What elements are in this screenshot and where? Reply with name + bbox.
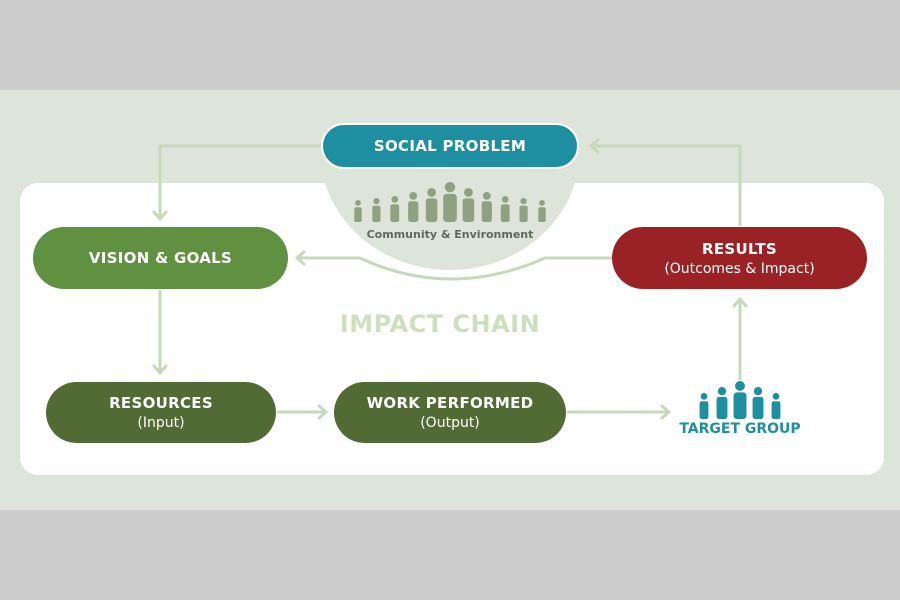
edge-results-to-vision bbox=[298, 256, 612, 281]
arrowhead bbox=[317, 404, 329, 420]
person-icon bbox=[425, 188, 438, 222]
vision-goals-title: VISION & GOALS bbox=[88, 249, 233, 267]
person-icon bbox=[733, 381, 747, 419]
target-group-label: TARGET GROUP bbox=[679, 421, 801, 437]
arrowhead bbox=[294, 250, 306, 266]
person-icon bbox=[771, 393, 781, 419]
edge-results-to-social bbox=[592, 144, 742, 226]
person-icon bbox=[481, 192, 492, 222]
results-title: RESULTS bbox=[702, 239, 777, 258]
person-icon bbox=[538, 200, 546, 222]
social-problem-title: SOCIAL PROBLEM bbox=[373, 137, 527, 155]
person-icon bbox=[354, 200, 362, 222]
results-subtitle: (Outcomes & Impact) bbox=[664, 260, 815, 277]
work-performed-node: WORK PERFORMED (Output) bbox=[334, 382, 566, 443]
arrowhead bbox=[588, 138, 600, 154]
person-icon bbox=[462, 188, 475, 222]
edge-social-to-vision bbox=[158, 144, 321, 218]
work-performed-title: WORK PERFORMED bbox=[366, 394, 534, 412]
work-performed-subtitle: (Output) bbox=[420, 415, 480, 431]
person-icon bbox=[372, 198, 381, 222]
resources-title: RESOURCES bbox=[109, 394, 213, 412]
person-icon bbox=[716, 387, 728, 419]
person-icon bbox=[408, 192, 419, 222]
person-icon bbox=[500, 196, 510, 222]
person-icon bbox=[390, 196, 400, 222]
person-icon bbox=[699, 393, 709, 419]
person-icon bbox=[752, 387, 764, 419]
social-problem-node: SOCIAL PROBLEM bbox=[321, 123, 579, 169]
person-icon bbox=[519, 198, 528, 222]
resources-node: RESOURCES (Input) bbox=[46, 382, 276, 443]
resources-subtitle: (Input) bbox=[137, 415, 185, 431]
results-node: RESULTS (Outcomes & Impact) bbox=[612, 227, 867, 289]
arrowhead bbox=[152, 210, 168, 222]
target-group-people-icon bbox=[699, 381, 781, 419]
arrowhead bbox=[732, 296, 748, 308]
community-label: Community & Environment bbox=[366, 228, 534, 241]
community-people-icon bbox=[354, 182, 546, 222]
diagram-title: IMPACT CHAIN bbox=[339, 310, 541, 338]
vision-goals-node: VISION & GOALS bbox=[33, 227, 288, 289]
arrowhead bbox=[152, 364, 168, 376]
arrowhead bbox=[660, 404, 672, 420]
person-icon bbox=[443, 182, 457, 222]
